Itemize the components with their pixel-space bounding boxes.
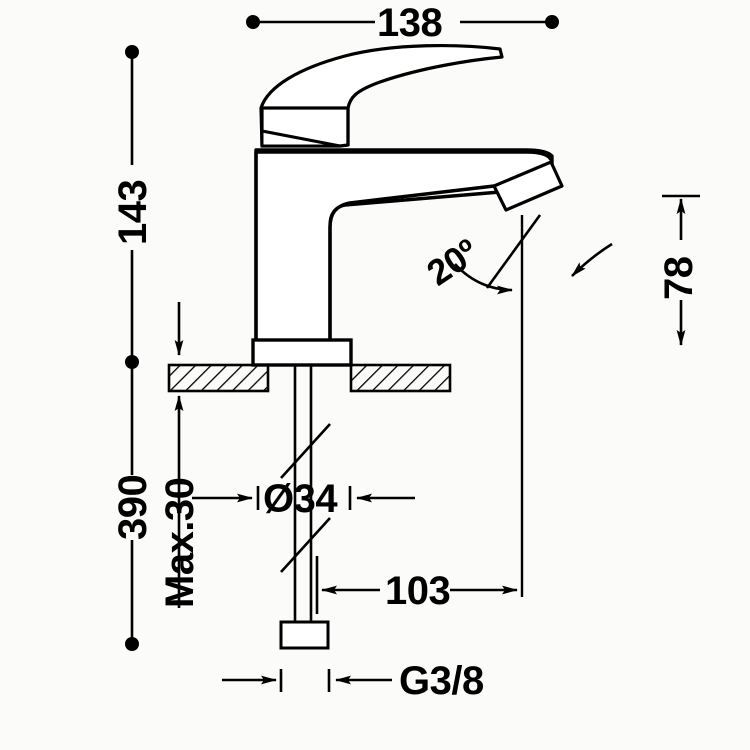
- label-138: 138: [377, 1, 443, 45]
- counter-deck-right-outline: [349, 363, 452, 393]
- dimension-143-390-chain: [125, 45, 139, 651]
- lever-handle: [259, 43, 504, 148]
- label-max30: Max.30: [158, 477, 202, 608]
- spout-top-edge: [256, 150, 553, 161]
- label-390: 390: [111, 474, 155, 540]
- lever-underside: [260, 129, 341, 148]
- lever-underside-wedge: [260, 129, 341, 148]
- lever-handle-body: [259, 43, 504, 148]
- counter-deck-right-hatch: [351, 365, 450, 391]
- label-78: 78: [657, 256, 701, 301]
- spray-curve-arrow: [571, 242, 613, 277]
- dim-dot-right: [545, 15, 559, 29]
- label-103: 103: [385, 569, 451, 613]
- break-leader-lower: [280, 517, 331, 573]
- aerator: [492, 160, 564, 212]
- thread-nut-body: [279, 620, 330, 650]
- base-flange-body: [251, 338, 353, 367]
- supply-tube: [293, 365, 313, 622]
- label-g38: G3/8: [399, 659, 484, 703]
- spray-direction-arrow: [485, 214, 613, 289]
- spout-bottom-curve: [328, 184, 495, 357]
- dimension-78-outlet-height: [662, 194, 700, 346]
- dimension-103-reach: [315, 556, 518, 614]
- label-diameter-34: Ø34: [263, 477, 338, 521]
- spout-detail: [254, 150, 553, 357]
- base-flange: [251, 338, 353, 367]
- spray-tilt-line: [485, 214, 542, 289]
- label-143: 143: [111, 179, 155, 245]
- counter-deck: [167, 363, 452, 393]
- break-leader-upper: [280, 423, 331, 479]
- thread-nut: [279, 620, 330, 650]
- dimension-138-width: [246, 15, 559, 29]
- aerator-body: [492, 160, 564, 212]
- dim-dot-bottom: [125, 637, 139, 651]
- angle-leader-curve: [454, 263, 513, 295]
- dimension-g38-thread: [222, 669, 392, 692]
- tube-break-leaders: [280, 423, 331, 573]
- angle-leader-arrow: [454, 263, 513, 295]
- counter-deck-left-hatch: [169, 365, 268, 391]
- counter-deck-left-outline: [167, 363, 270, 393]
- dimension-diameter-34: [192, 486, 415, 510]
